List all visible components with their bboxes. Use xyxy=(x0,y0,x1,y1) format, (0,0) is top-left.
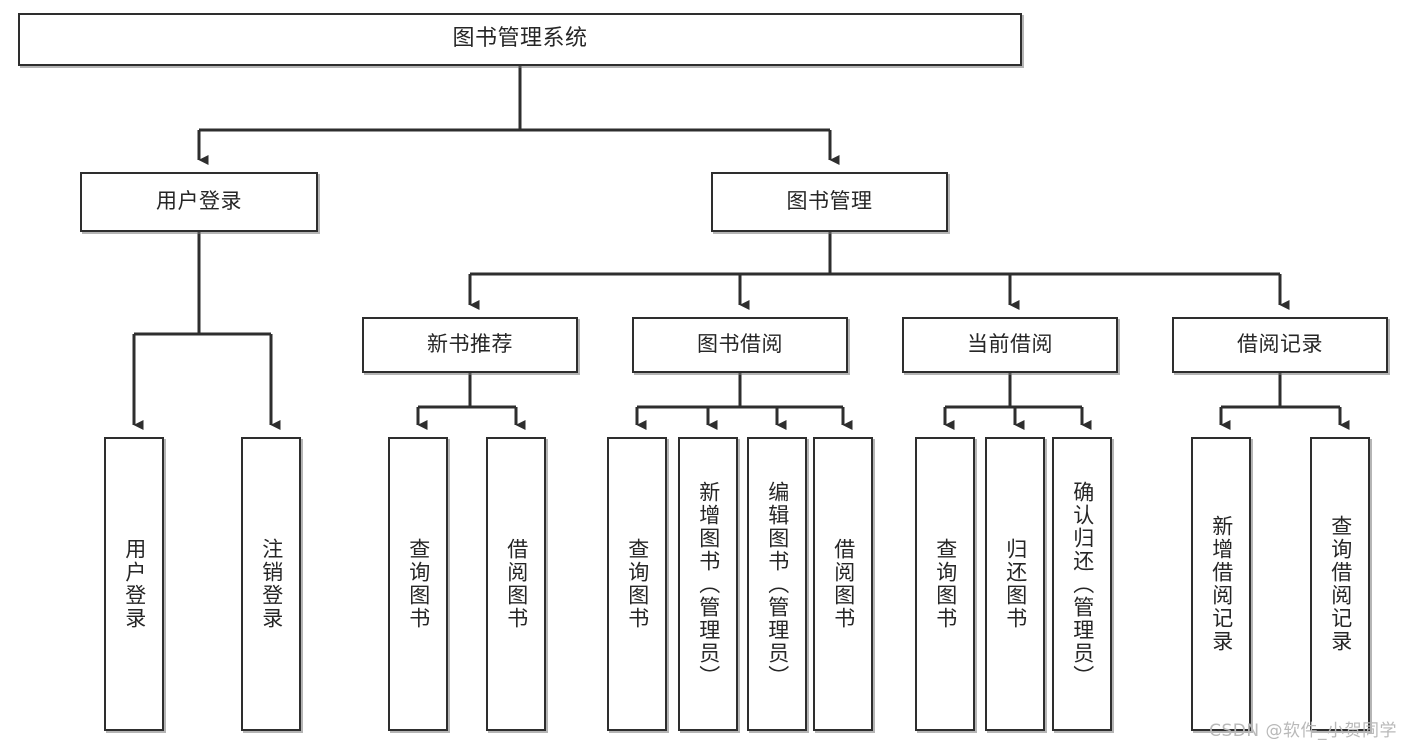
node-new-book-rec-label: 新书推荐 xyxy=(427,332,513,357)
node-borrow-record[interactable]: 借阅记录 xyxy=(1172,317,1388,373)
node-leaf-borrow-book-2[interactable]: 借阅图书 xyxy=(813,437,873,731)
node-leaf-add-record[interactable]: 新增借阅记录 xyxy=(1191,437,1251,731)
node-root[interactable]: 图书管理系统 xyxy=(18,13,1022,66)
node-root-label: 图书管理系统 xyxy=(452,26,588,52)
node-leaf-add-book-label: 新增图书（管理员） xyxy=(696,480,721,688)
node-book-manage[interactable]: 图书管理 xyxy=(711,172,948,232)
node-user-login[interactable]: 用户登录 xyxy=(80,172,318,232)
node-leaf-return-book-label: 归还图书 xyxy=(1003,538,1028,630)
node-user-login-label: 用户登录 xyxy=(156,189,242,214)
node-leaf-return-book[interactable]: 归还图书 xyxy=(985,437,1045,731)
node-leaf-query-book-3[interactable]: 查询图书 xyxy=(915,437,975,731)
node-leaf-logout[interactable]: 注销登录 xyxy=(241,437,301,731)
node-leaf-add-book[interactable]: 新增图书（管理员） xyxy=(678,437,738,731)
node-leaf-query-book-2[interactable]: 查询图书 xyxy=(607,437,667,731)
node-leaf-confirm-return-label: 确认归还（管理员） xyxy=(1070,480,1095,688)
node-leaf-edit-book[interactable]: 编辑图书（管理员） xyxy=(747,437,807,731)
node-leaf-borrow-book-1-label: 借阅图书 xyxy=(504,538,529,630)
node-leaf-query-book-3-label: 查询图书 xyxy=(933,538,958,630)
node-leaf-user-login-label: 用户登录 xyxy=(122,538,147,630)
node-leaf-borrow-book-2-label: 借阅图书 xyxy=(831,538,856,630)
node-borrow-record-label: 借阅记录 xyxy=(1237,332,1323,357)
node-current-borrow[interactable]: 当前借阅 xyxy=(902,317,1118,373)
node-leaf-query-book-1[interactable]: 查询图书 xyxy=(388,437,448,731)
node-new-book-rec[interactable]: 新书推荐 xyxy=(362,317,578,373)
watermark-text: CSDN @软件_小贺同学 xyxy=(1209,721,1397,741)
node-leaf-user-login[interactable]: 用户登录 xyxy=(104,437,164,731)
node-leaf-confirm-return[interactable]: 确认归还（管理员） xyxy=(1052,437,1112,731)
node-book-borrow-label: 图书借阅 xyxy=(697,332,783,357)
node-leaf-query-record-label: 查询借阅记录 xyxy=(1328,515,1353,653)
node-leaf-add-record-label: 新增借阅记录 xyxy=(1209,515,1234,653)
node-leaf-logout-label: 注销登录 xyxy=(259,538,284,630)
node-leaf-query-book-1-label: 查询图书 xyxy=(406,538,431,630)
node-book-borrow[interactable]: 图书借阅 xyxy=(632,317,848,373)
node-leaf-query-book-2-label: 查询图书 xyxy=(625,538,650,630)
node-book-manage-label: 图书管理 xyxy=(786,189,873,214)
node-leaf-borrow-book-1[interactable]: 借阅图书 xyxy=(486,437,546,731)
node-leaf-query-record[interactable]: 查询借阅记录 xyxy=(1310,437,1370,731)
node-current-borrow-label: 当前借阅 xyxy=(967,332,1053,357)
node-leaf-edit-book-label: 编辑图书（管理员） xyxy=(765,480,790,688)
